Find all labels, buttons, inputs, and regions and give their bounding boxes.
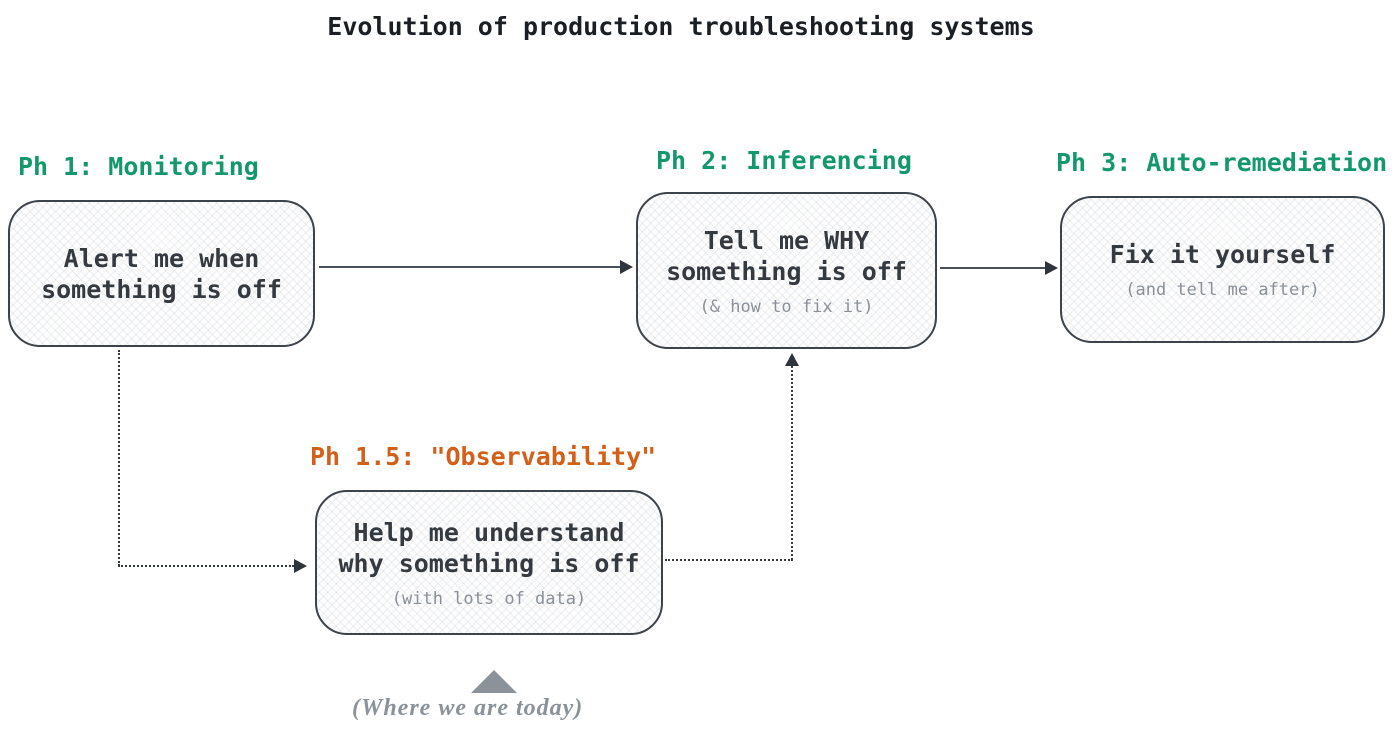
node-ph1-line2: something is off	[41, 274, 282, 304]
node-ph15-observability: Help me understand why something is off …	[315, 490, 663, 635]
arrowhead-up-icon	[785, 353, 799, 366]
arrow-ph1-to-ph2-line	[319, 266, 621, 268]
arrow-ph1-to-ph15-horizontal	[118, 565, 294, 567]
arrowhead-right-icon	[294, 559, 307, 573]
arrow-ph1-to-ph15-vertical	[118, 350, 120, 566]
arrow-ph15-to-ph2-horizontal	[665, 559, 793, 561]
node-ph3-subtext: (and tell me after)	[1125, 280, 1320, 300]
node-ph2-subtext: (& how to fix it)	[699, 296, 874, 317]
phase-label-ph3: Ph 3: Auto-remediation	[1056, 148, 1388, 177]
node-ph3-line1: Fix it yourself	[1109, 240, 1336, 269]
diagram-title: Evolution of production troubleshooting …	[327, 12, 1035, 41]
triangle-up-icon	[471, 670, 517, 693]
phase-label-ph1: Ph 1: Monitoring	[18, 152, 259, 181]
node-ph2-line1: Tell me WHY	[703, 225, 870, 255]
node-ph1-monitoring: Alert me when something is off	[8, 200, 315, 347]
node-ph1-line1: Alert me when	[63, 243, 260, 273]
arrowhead-right-icon	[620, 260, 633, 274]
node-ph15-subtext: (with lots of data)	[391, 588, 587, 609]
arrowhead-right-icon	[1045, 261, 1058, 275]
annotation-where-we-are-today: (Where we are today)	[352, 695, 584, 721]
arrow-ph15-to-ph2-vertical	[791, 366, 793, 560]
node-ph15-line2: why something is off	[338, 548, 640, 578]
arrow-ph2-to-ph3-line	[940, 267, 1047, 269]
phase-label-ph2: Ph 2: Inferencing	[656, 146, 912, 175]
node-ph2-inferencing: Tell me WHY something is off (& how to f…	[636, 192, 937, 349]
node-ph3-auto-remediation: Fix it yourself (and tell me after)	[1060, 196, 1385, 343]
node-ph2-line2: something is off	[666, 256, 907, 286]
phase-label-ph15: Ph 1.5: "Observability"	[310, 442, 657, 471]
node-ph15-line1: Help me understand	[353, 517, 625, 547]
